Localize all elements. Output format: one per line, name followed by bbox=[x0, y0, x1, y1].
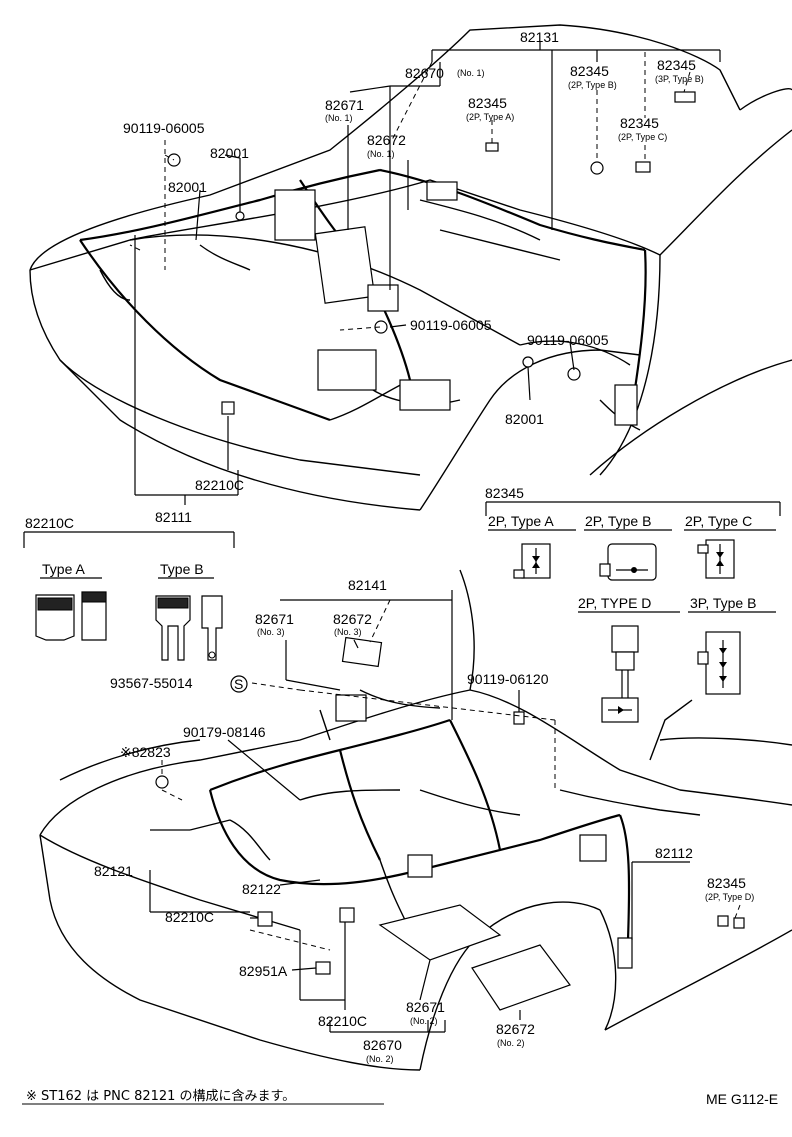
label-82951a: 82951A bbox=[239, 963, 288, 979]
label-82210c-top: 82210C bbox=[195, 477, 244, 493]
label-90119-06005-c: 90119-06005 bbox=[527, 332, 609, 348]
label-82670-no2: 82670 bbox=[363, 1037, 402, 1053]
label-82345-2pa-top-sub: (2P, Type A) bbox=[466, 112, 514, 122]
label-82001-c: 82001 bbox=[505, 411, 544, 427]
fuse-type-a-heading: Type A bbox=[42, 561, 85, 577]
label-82345-2pa-top: 82345 bbox=[468, 95, 507, 111]
label-90119-06005-b: 90119-06005 bbox=[410, 317, 492, 333]
label-82672-no2: 82672 bbox=[496, 1021, 535, 1037]
label-82001-a: 82001 bbox=[210, 145, 249, 161]
label-82345-2pc-top-sub: (2P, Type C) bbox=[618, 132, 667, 142]
fuse-type-legend bbox=[23, 531, 235, 661]
label-82672-no2-sub: (No. 2) bbox=[497, 1038, 525, 1048]
label-90119-06005-a: 90119-06005 bbox=[123, 120, 205, 136]
fuse-type-b-heading: Type B bbox=[160, 561, 204, 577]
connector-2p-type-c-heading: 2P, Type C bbox=[685, 513, 752, 529]
front-leader-lines bbox=[149, 590, 741, 1033]
label-82345-2pb-top-sub: (2P, Type B) bbox=[568, 80, 617, 90]
label-82671-no1-sub: (No. 1) bbox=[325, 113, 353, 123]
label-82111: 82111 bbox=[155, 509, 192, 525]
footer: ※ ST162 は PNC 82121 の構成に含みます。 ME G112-E bbox=[26, 1088, 778, 1107]
front-harness-wires bbox=[208, 689, 701, 941]
label-93567-55014: 93567-55014 bbox=[110, 675, 193, 691]
label-82671-no2-sub: (No. 2) bbox=[410, 1016, 438, 1026]
label-82345-2pb-top: 82345 bbox=[570, 63, 609, 79]
rear-connectors bbox=[167, 91, 696, 415]
label-82345-3pb-top: 82345 bbox=[657, 57, 696, 73]
footer-note: ※ ST162 は PNC 82121 の構成に含みます。 bbox=[26, 1088, 295, 1104]
label-82672-no3-sub: (No. 3) bbox=[334, 627, 362, 637]
label-82671-no2: 82671 bbox=[406, 999, 445, 1015]
front-part-labels: 82141 82671 (No. 3) 82672 (No. 3) 93567-… bbox=[94, 577, 754, 1064]
label-82671-no3: 82671 bbox=[255, 611, 294, 627]
top-leader-lines bbox=[129, 42, 721, 505]
label-s-mark: S bbox=[234, 676, 243, 692]
label-82670-no1-sub: (No. 1) bbox=[457, 68, 485, 78]
label-82001-b: 82001 bbox=[168, 179, 207, 195]
legend-labels: 82210C Type A Type B 82345 2P, Type A 2P… bbox=[25, 485, 756, 611]
connector-2p-type-b-heading: 2P, Type B bbox=[585, 513, 651, 529]
label-82672-no3: 82672 bbox=[333, 611, 372, 627]
connector-3p-type-b-heading: 3P, Type B bbox=[690, 595, 756, 611]
connector-2p-type-a-heading: 2P, Type A bbox=[488, 513, 554, 529]
label-82671-no3-sub: (No. 3) bbox=[257, 627, 285, 637]
rear-harness-wires bbox=[79, 168, 647, 431]
label-82345-2pc-top: 82345 bbox=[620, 115, 659, 131]
front-parts bbox=[155, 636, 745, 1011]
rear-junction-blocks bbox=[274, 181, 638, 426]
label-82210c-mid: 82210C bbox=[165, 909, 214, 925]
label-90119-06120: 90119-06120 bbox=[467, 671, 549, 687]
label-82670-no1: 82670 bbox=[405, 65, 444, 81]
label-82121: 82121 bbox=[94, 863, 133, 879]
label-82141: 82141 bbox=[348, 577, 387, 593]
label-82670-no2-sub: (No. 2) bbox=[366, 1054, 394, 1064]
label-82345-legend: 82345 bbox=[485, 485, 524, 501]
s-circle-mark bbox=[230, 675, 248, 693]
label-82131: 82131 bbox=[520, 29, 559, 45]
label-82345-3pb-top-sub: (3P, Type B) bbox=[655, 74, 704, 84]
label-82112: 82112 bbox=[655, 845, 693, 861]
label-82345-2pd: 82345 bbox=[707, 875, 746, 891]
label-90179-08146: 90179-08146 bbox=[183, 724, 266, 740]
label-82345-2pd-sub: (2P, Type D) bbox=[705, 892, 754, 902]
label-82823: ※82823 bbox=[120, 744, 171, 760]
label-82672-no1: 82672 bbox=[367, 132, 406, 148]
label-82672-no1-sub: (No. 1) bbox=[367, 149, 395, 159]
connector-2p-type-d-heading: 2P, TYPE D bbox=[578, 595, 651, 611]
rear-body-outline bbox=[29, 24, 792, 511]
figure-code: ME G112-E bbox=[706, 1091, 778, 1107]
label-82671-no1: 82671 bbox=[325, 97, 364, 113]
connector-type-legend bbox=[485, 501, 781, 723]
label-82210c-legend: 82210C bbox=[25, 515, 74, 531]
label-82122: 82122 bbox=[242, 881, 281, 897]
front-body-outline bbox=[39, 569, 792, 1071]
top-part-labels: 82131 82670 (No. 1) 82345 (2P, Type B) 8… bbox=[123, 29, 704, 525]
label-82210c-bot: 82210C bbox=[318, 1013, 367, 1029]
